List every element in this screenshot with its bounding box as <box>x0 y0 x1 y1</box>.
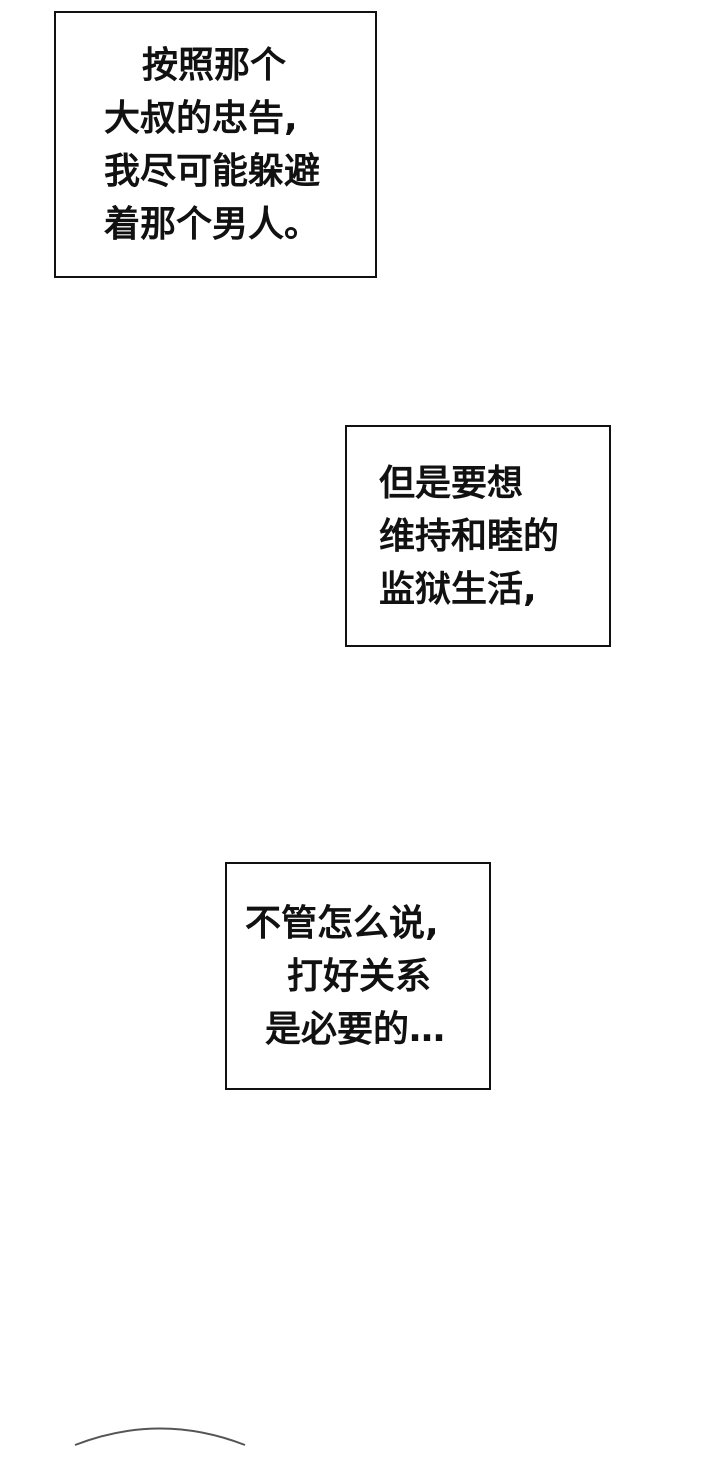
narration-line: 监狱生活, <box>379 568 537 610</box>
narration-line: 但是要想 <box>379 462 524 504</box>
narration-line: 维持和睦的 <box>379 515 560 557</box>
narration-box-2: 但是要想 维持和睦的 监狱生活, <box>345 425 611 647</box>
narration-line: 打好关系 <box>287 955 432 997</box>
next-panel-edge-arc <box>74 1427 246 1446</box>
narration-line: 我尽可能躲避 <box>104 150 321 192</box>
narration-box-3: 不管怎么说, 打好关系 是必要的… <box>225 862 491 1090</box>
narration-line: 不管怎么说, <box>245 902 439 944</box>
narration-line: 按照那个 <box>142 44 287 86</box>
narration-line: 是必要的… <box>265 1008 446 1050</box>
narration-line: 大叔的忠告, <box>104 97 298 139</box>
narration-line: 着那个男人。 <box>104 203 321 245</box>
narration-box-1: 按照那个 大叔的忠告, 我尽可能躲避 着那个男人。 <box>54 11 377 278</box>
